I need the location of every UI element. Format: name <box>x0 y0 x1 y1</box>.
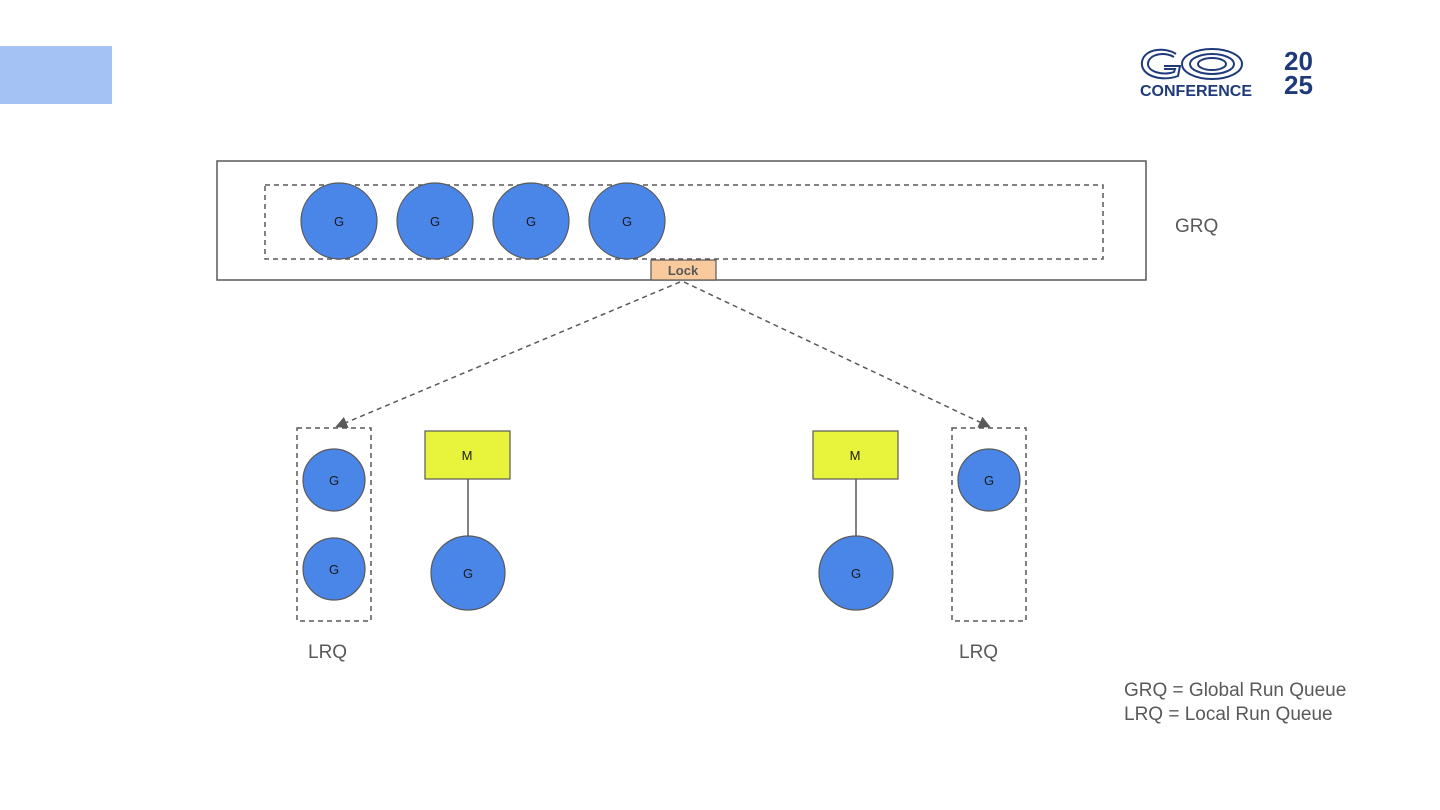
grq-goroutine: G <box>396 182 474 260</box>
go-conference-logo: 20 25 CONFERENCE <box>1140 46 1313 100</box>
right-running-goroutine: G <box>818 535 894 611</box>
lock-label: Lock <box>668 263 699 278</box>
grq-goroutine-label: G <box>430 214 440 229</box>
right-machine-label: M <box>850 448 861 463</box>
right-lrq-label: LRQ <box>959 642 998 663</box>
legend-grq: GRQ = Global Run Queue <box>1124 680 1347 701</box>
lock-box: Lock <box>650 259 717 281</box>
right-running-goroutine-label: G <box>851 566 861 581</box>
grq-goroutine-label: G <box>526 214 536 229</box>
grq-goroutine-label: G <box>334 214 344 229</box>
left-lrq-goroutine: G <box>302 448 366 512</box>
corner-accent-block <box>0 46 112 104</box>
grq-label: GRQ <box>1175 216 1218 237</box>
right-machine: M <box>812 430 899 480</box>
steal-arrow-right <box>683 281 991 428</box>
left-lrq-goroutine-label: G <box>329 473 339 488</box>
steal-arrow-left <box>335 281 681 429</box>
left-machine: M <box>424 430 511 480</box>
logo-year-bottom: 25 <box>1284 70 1313 100</box>
legend: GRQ = Global Run Queue LRQ = Local Run Q… <box>1124 679 1346 727</box>
grq-goroutine: G <box>588 182 666 260</box>
right-lrq-box <box>951 427 1027 622</box>
left-running-goroutine-label: G <box>463 566 473 581</box>
left-lrq-goroutine: G <box>302 537 366 601</box>
right-lrq-goroutine-label: G <box>984 473 994 488</box>
grq-queue <box>264 184 1104 260</box>
left-lrq-label: LRQ <box>308 642 347 663</box>
logo-subtitle: CONFERENCE <box>1140 83 1252 100</box>
grq-goroutine: G <box>300 182 378 260</box>
grq-goroutine-label: G <box>622 214 632 229</box>
right-lrq-goroutine: G <box>957 448 1021 512</box>
left-lrq-box <box>296 427 372 622</box>
left-running-goroutine: G <box>430 535 506 611</box>
logo-year-top: 20 <box>1284 46 1313 76</box>
grq-goroutine: G <box>492 182 570 260</box>
legend-lrq: LRQ = Local Run Queue <box>1124 704 1333 725</box>
left-machine-label: M <box>462 448 473 463</box>
left-lrq-goroutine-label: G <box>329 562 339 577</box>
